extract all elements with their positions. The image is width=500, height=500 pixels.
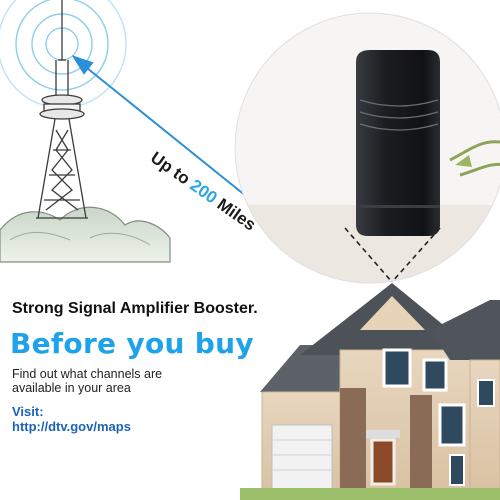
find-out-line-2: available in your area [12, 381, 131, 395]
dashed-pointer-lines [344, 227, 441, 283]
visit-label: Visit: [12, 404, 44, 419]
before-you-buy-heading: Before you buy [10, 327, 254, 360]
amplifier-device [356, 50, 440, 236]
house-illustration [240, 283, 500, 500]
visit-block: Visit: http://dtv.gov/maps [12, 404, 131, 434]
broadcast-tower-icon [36, 0, 88, 219]
hills-illustration [0, 206, 171, 263]
headline-text: Strong Signal Amplifier Booster. [12, 300, 258, 317]
visit-url-link[interactable]: http://dtv.gov/maps [12, 419, 131, 434]
amplifier-photo [234, 12, 500, 284]
find-out-text: Find out what channels are available in … [12, 367, 202, 395]
signal-waves-icon [0, 0, 127, 109]
find-out-line-1: Find out what channels are [12, 367, 163, 381]
